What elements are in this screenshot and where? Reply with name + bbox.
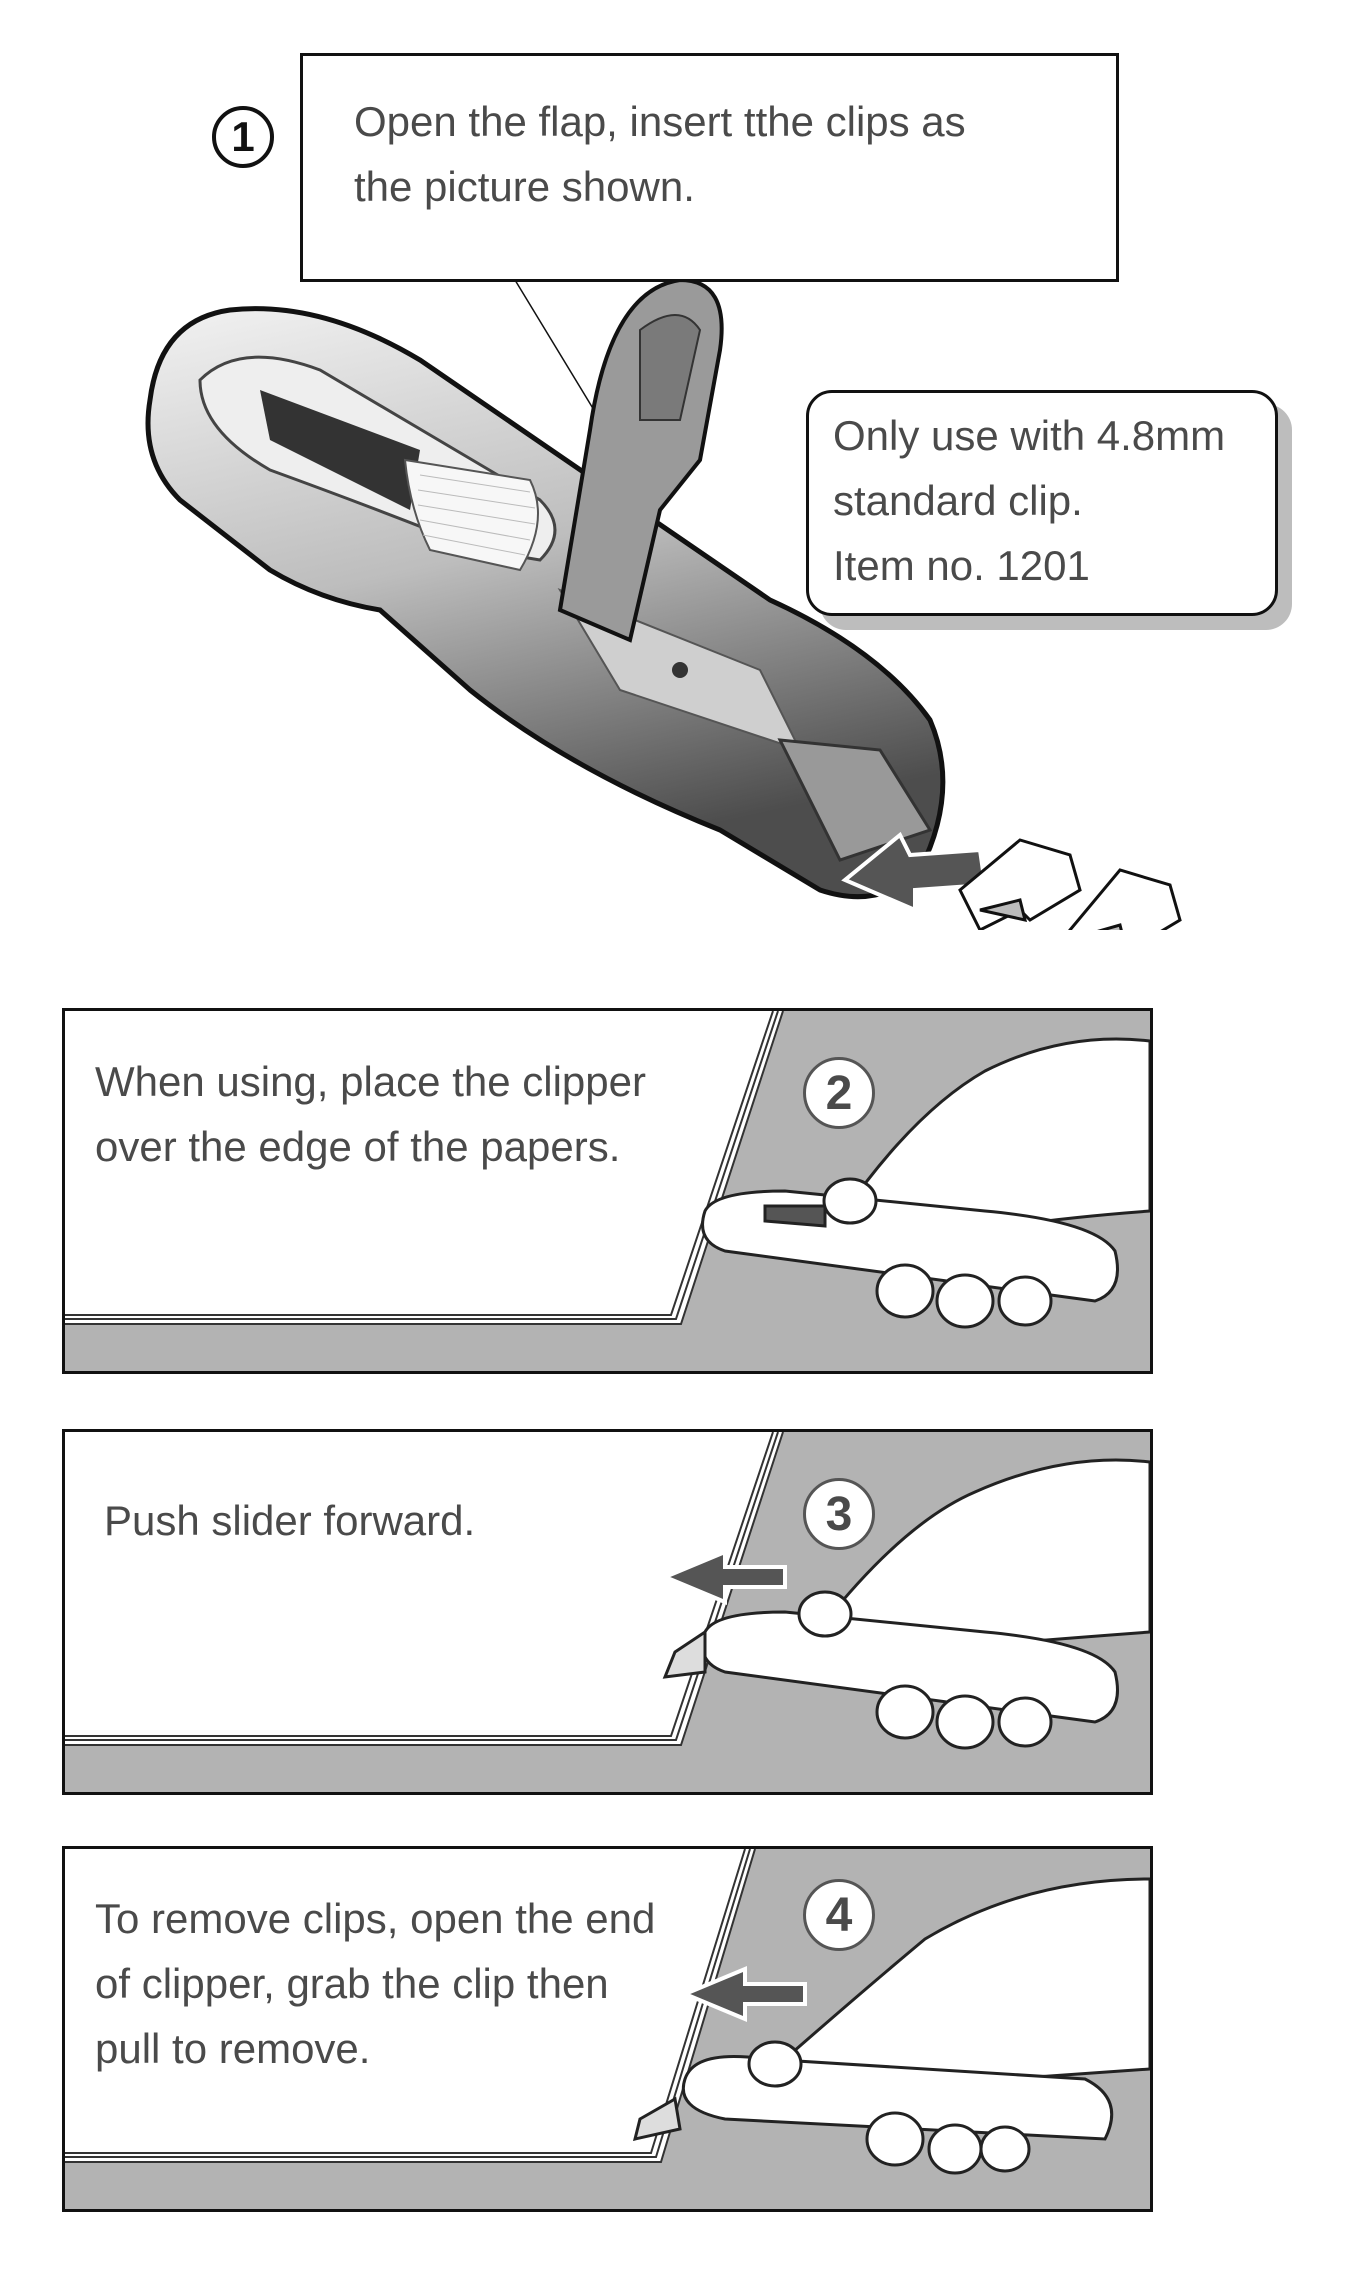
step-2-number-badge: 2 bbox=[803, 1057, 875, 1129]
paper-stack-illustration bbox=[65, 1849, 1150, 2175]
step-1-number-badge: 1 bbox=[212, 106, 274, 168]
push-arrow-icon bbox=[659, 1549, 787, 1605]
step-2-panel: When using, place the clipper over the e… bbox=[62, 1008, 1153, 1374]
step-number: 1 bbox=[231, 113, 255, 160]
callout-leader-line bbox=[514, 279, 601, 421]
instruction-line: Push slider forward. bbox=[104, 1497, 476, 1544]
instruction-line: over the edge of the papers. bbox=[95, 1123, 621, 1170]
note-line: Item no. 1201 bbox=[833, 542, 1090, 589]
step-number: 3 bbox=[825, 1487, 853, 1541]
instruction-line: Open the flap, insert tthe clips as bbox=[354, 98, 966, 145]
step-3-number-badge: 3 bbox=[803, 1478, 875, 1550]
paper-stack-illustration bbox=[65, 1011, 1150, 1329]
instruction-line: When using, place the clipper bbox=[95, 1058, 646, 1105]
clips-icon bbox=[958, 838, 1182, 930]
slider-pad bbox=[403, 458, 539, 572]
hand-with-clipper bbox=[701, 1037, 1150, 1329]
instruction-line: To remove clips, open the end bbox=[95, 1895, 656, 1942]
instruction-line: pull to remove. bbox=[95, 2025, 371, 2072]
step-1-instruction-box: Open the flap, insert tthe clips as the … bbox=[300, 53, 1119, 282]
hand-with-clipper bbox=[662, 1458, 1150, 1750]
step-number: 2 bbox=[825, 1066, 853, 1120]
step-3-panel: Push slider forward. 3 bbox=[62, 1429, 1153, 1795]
hand-with-clipper bbox=[632, 1877, 1150, 2175]
note-line: standard clip. bbox=[833, 477, 1083, 524]
instruction-line: of clipper, grab the clip then bbox=[95, 1960, 609, 2007]
paper-stack-illustration bbox=[65, 1432, 1150, 1750]
instruction-line: the picture shown. bbox=[354, 163, 695, 210]
pull-arrow-icon bbox=[679, 1966, 807, 2022]
step-number: 4 bbox=[825, 1888, 853, 1942]
step-4-number-badge: 4 bbox=[803, 1879, 875, 1951]
step-4-panel: To remove clips, open the end of clipper… bbox=[62, 1846, 1153, 2212]
clip-size-note: Only use with 4.8mm standard clip. Item … bbox=[806, 390, 1278, 616]
note-line: Only use with 4.8mm bbox=[833, 412, 1226, 459]
clipper-illustration bbox=[145, 277, 1182, 930]
